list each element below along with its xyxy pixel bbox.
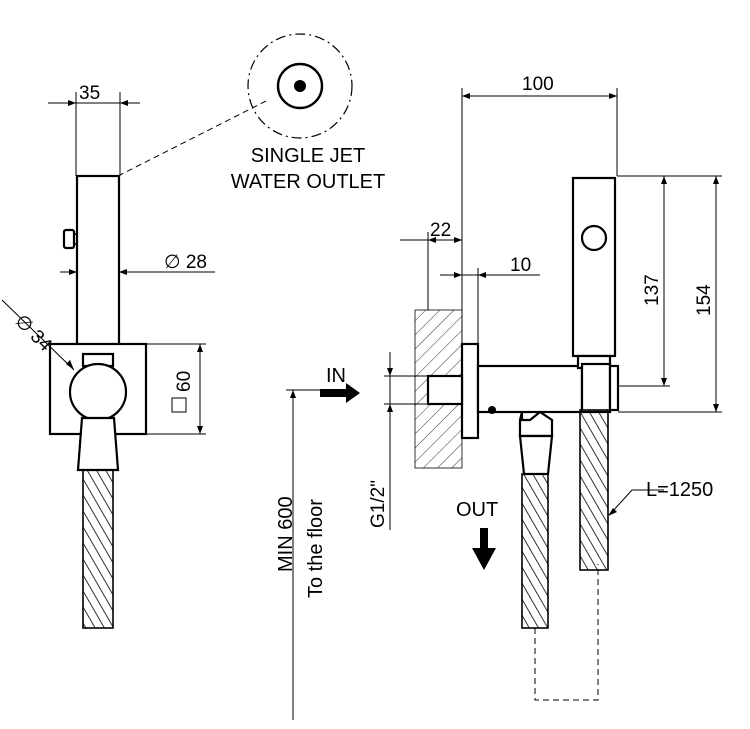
arrowhead: [713, 404, 719, 412]
arrowhead: [428, 237, 436, 243]
inlet-pipe: [426, 374, 464, 406]
detail-circle: [247, 33, 353, 139]
min-height-label-line2: To the floor: [305, 499, 327, 598]
arrowhead: [454, 272, 462, 278]
thread-label: G1/2": [368, 480, 389, 528]
leader-hose-length: [611, 489, 664, 513]
valve-screw: [488, 406, 496, 414]
hose-continuation: [534, 564, 599, 701]
square-symbol: [171, 397, 187, 413]
min-height-label-line1: MIN 600: [275, 496, 297, 572]
single-jet-label-line1: SINGLE JET: [251, 145, 365, 167]
arrowhead: [197, 426, 203, 434]
detail-leader: [117, 99, 269, 177]
outlet-connector: [518, 434, 554, 476]
handshower-side: [571, 176, 617, 358]
hose: [82, 469, 114, 629]
dim-wall-offset: 22: [430, 220, 451, 241]
single-jet-detail: SINGLE JET WATER OUTLET: [231, 33, 385, 193]
dim-total-depth: 100: [522, 74, 554, 95]
holder: [580, 362, 612, 414]
arrowhead: [387, 404, 393, 412]
arrowhead: [478, 272, 486, 278]
push-button: [62, 228, 76, 250]
jet-outlet-side: [580, 224, 608, 252]
arrowhead: [454, 237, 462, 243]
handshower-body: [75, 174, 121, 356]
dim-outlet-offset: 10: [510, 255, 531, 276]
arrowhead: [69, 269, 77, 275]
hose-length-label: L=1250: [646, 479, 713, 501]
arrowhead: [66, 360, 74, 370]
arrowhead: [462, 93, 470, 99]
arrowhead: [661, 378, 667, 386]
front-view: 35 ∅ 28 ∅ 34 60: [1, 83, 269, 629]
in-arrow: [320, 383, 360, 403]
dim-handshower-width: 35: [79, 83, 100, 104]
arrowhead: [120, 100, 128, 106]
wall-flange: [460, 342, 480, 440]
arrowhead: [387, 368, 393, 376]
outlet-elbow: [518, 410, 554, 438]
in-label: IN: [326, 365, 346, 387]
side-view: 100 22 10: [275, 74, 722, 720]
out-arrow: [472, 528, 496, 570]
handshower-hose: [579, 409, 609, 571]
arrowhead: [119, 269, 127, 275]
arrowhead: [290, 390, 296, 398]
outlet-hose: [521, 473, 549, 629]
arrowhead: [68, 100, 76, 106]
dim-height-upper: 137: [642, 274, 663, 306]
single-jet-label-line2: WATER OUTLET: [231, 171, 385, 193]
valve-body: [476, 364, 584, 414]
arrowhead: [197, 344, 203, 352]
arrowhead: [608, 508, 617, 516]
jet-outlet-hole: [294, 80, 306, 92]
arrowhead: [661, 176, 667, 184]
out-label: OUT: [456, 499, 498, 521]
dim-height-total: 154: [694, 284, 715, 316]
dim-handshower-diameter: ∅ 28: [164, 252, 207, 273]
ball-joint: [68, 362, 128, 422]
arrowhead: [713, 176, 719, 184]
hose-connector: [76, 416, 120, 472]
leader-34: [1, 299, 75, 371]
holder-clip: [608, 364, 620, 412]
dim-bracket-square: 60: [174, 371, 195, 392]
arrowhead: [609, 93, 617, 99]
